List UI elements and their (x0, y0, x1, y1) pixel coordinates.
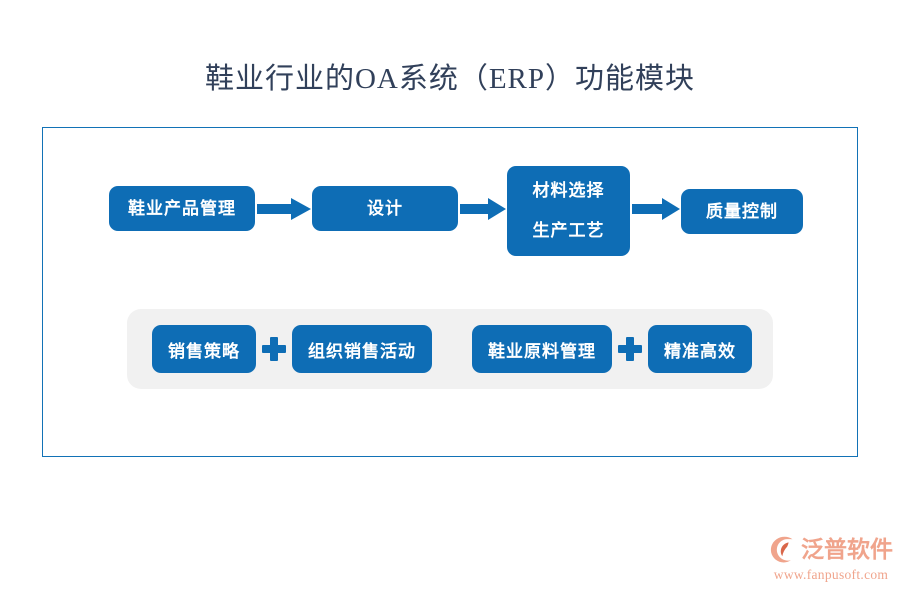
support-box-organize-sales-activities[interactable]: 组织销售活动 (292, 325, 432, 373)
process-box-label-line-2: 生产工艺 (532, 221, 605, 240)
support-group-supply: 鞋业原料管理 精准高效 (472, 325, 752, 373)
page-title: 鞋业行业的OA系统（ERP）功能模块 (204, 63, 696, 95)
flow-arrow-right-icon (460, 198, 506, 220)
support-box-accurate-efficient[interactable]: 精准高效 (648, 325, 752, 373)
support-box-sales-strategy[interactable]: 销售策略 (152, 325, 256, 373)
process-box-design[interactable]: 设计 (312, 186, 458, 231)
process-box-material-and-process[interactable]: 材料选择 生产工艺 (507, 166, 630, 256)
flow-arrow-right-icon (632, 198, 680, 220)
process-box-label: 设计 (367, 198, 403, 218)
plus-icon (617, 336, 643, 362)
flow-arrow-right-icon (257, 198, 311, 220)
process-box-label: 鞋业产品管理 (128, 198, 236, 218)
support-group-sales: 销售策略 组织销售活动 (152, 325, 432, 373)
diagram-frame: 鞋业产品管理 设计 材料选择 生产工艺 质量控制 (42, 127, 858, 457)
brand-name: 泛普软件 (801, 537, 893, 562)
process-box-label: 质量控制 (706, 201, 778, 221)
fanpu-swoosh-logo-icon (768, 535, 798, 565)
process-box-label-line-1: 材料选择 (532, 181, 605, 201)
brand-logo-row: 泛普软件 (768, 534, 894, 566)
process-box-quality-control[interactable]: 质量控制 (681, 189, 803, 234)
brand-watermark: 泛普软件 www.fanpusoft.com (768, 534, 894, 588)
process-box-product-management[interactable]: 鞋业产品管理 (109, 186, 255, 231)
support-box-raw-material-management[interactable]: 鞋业原料管理 (472, 325, 612, 373)
support-band: 销售策略 组织销售活动 鞋业原料管理 精准高效 (127, 309, 773, 389)
brand-url: www.fanpusoft.com (773, 567, 889, 582)
plus-icon (261, 336, 287, 362)
